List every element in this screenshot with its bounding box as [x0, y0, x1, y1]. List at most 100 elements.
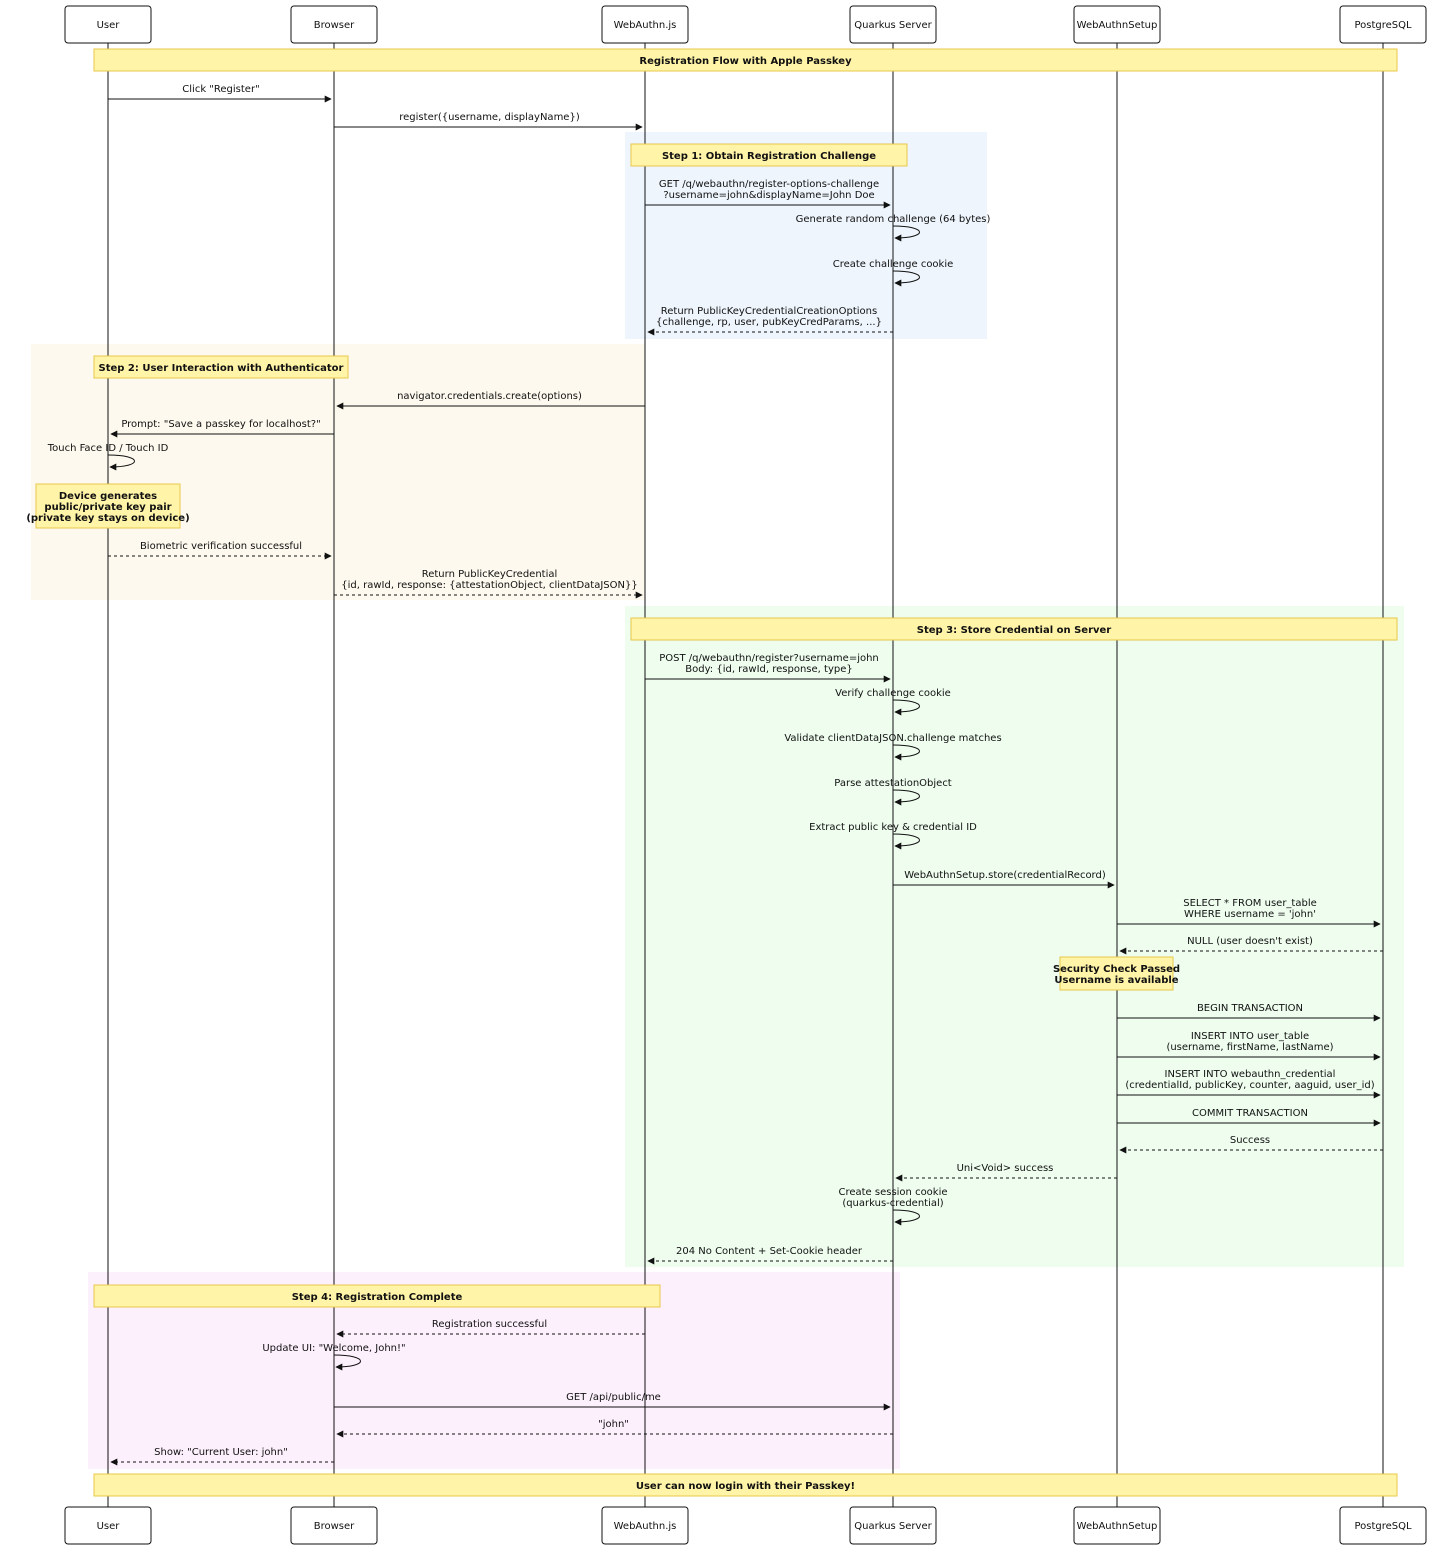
message-2: register({username, displayName}) — [334, 112, 643, 131]
message-19: NULL (user doesn't exist) — [1119, 936, 1383, 955]
message-label: Touch Face ID / Touch ID — [47, 443, 169, 454]
participant-user-bottom: User — [64, 1506, 152, 1545]
participant-box — [1073, 5, 1161, 44]
self-arrow — [892, 744, 920, 761]
message-label: GET /api/public/me — [566, 1392, 661, 1403]
message-label: Verify challenge cookie — [835, 688, 951, 699]
note-text: Step 4: Registration Complete — [292, 1292, 463, 1303]
note-step2: Step 2: User Interaction with Authentica… — [93, 355, 349, 379]
message-29: Update UI: "Welcome, John!" — [262, 1343, 406, 1371]
message-31: "john" — [336, 1419, 893, 1438]
participant-label: WebAuthnSetup — [1077, 20, 1158, 31]
note-box — [630, 143, 908, 167]
note-box — [93, 355, 349, 379]
participant-webauthnsetup-top: WebAuthnSetup — [1073, 5, 1161, 44]
self-arrow — [892, 699, 920, 716]
participant-webauthnsetup-bottom: WebAuthnSetup — [1073, 1506, 1161, 1545]
message-26: Create session cookie(quarkus-credential… — [838, 1187, 948, 1226]
message-label: Create session cookie — [838, 1187, 947, 1198]
self-arrow — [892, 270, 920, 287]
message-14: Validate clientDataJSON.challenge matche… — [784, 733, 1002, 761]
message-label: 204 No Content + Set-Cookie header — [676, 1246, 863, 1257]
message-13: Verify challenge cookie — [835, 688, 951, 716]
participant-postgresql-bottom: PostgreSQL — [1339, 1506, 1427, 1545]
note-text-line: (private key stays on device) — [26, 513, 189, 524]
message-5: Create challenge cookie — [833, 259, 953, 287]
note-step1: Step 1: Obtain Registration Challenge — [630, 143, 908, 167]
participant-label: User — [97, 1521, 121, 1532]
message-label: Prompt: "Save a passkey for localhost?" — [121, 419, 320, 430]
message-label: "john" — [598, 1419, 629, 1430]
message-label: Biometric verification successful — [140, 541, 302, 552]
participant-label: PostgreSQL — [1354, 20, 1412, 31]
message-6: Return PublicKeyCredentialCreationOption… — [647, 306, 893, 336]
message-12: POST /q/webauthn/register?username=johnB… — [645, 653, 891, 683]
participant-box — [1073, 1506, 1161, 1545]
message-28: Registration successful — [336, 1319, 645, 1338]
message-21: INSERT INTO user_table(username, firstNa… — [1117, 1031, 1381, 1061]
message-9: Touch Face ID / Touch ID — [47, 443, 169, 471]
self-arrow — [333, 1354, 361, 1371]
participant-box — [601, 1506, 689, 1545]
participant-box — [849, 5, 937, 44]
message-11: Return PublicKeyCredential{id, rawId, re… — [334, 569, 643, 599]
self-arrow — [892, 1209, 920, 1226]
message-label: Return PublicKeyCredential — [422, 569, 558, 580]
message-label: ?username=john&displayName=John Doe — [663, 190, 874, 201]
note-text-line: Device generates — [59, 491, 157, 502]
message-25: Uni<Void> success — [895, 1163, 1117, 1182]
participant-label: Quarkus Server — [854, 20, 932, 31]
message-16: Extract public key & credential ID — [809, 822, 977, 850]
message-label: GET /q/webauthn/register-options-challen… — [659, 179, 879, 190]
note-box — [93, 1473, 1398, 1497]
message-17: WebAuthnSetup.store(credentialRecord) — [893, 870, 1115, 889]
participant-label: Quarkus Server — [854, 1521, 932, 1532]
step2-group-background — [31, 344, 645, 600]
participant-box — [64, 1506, 152, 1545]
participant-box — [290, 5, 378, 44]
message-22: INSERT INTO webauthn_credential(credenti… — [1117, 1069, 1381, 1099]
note-text: Step 1: Obtain Registration Challenge — [662, 151, 876, 162]
participant-label: Browser — [314, 20, 355, 31]
message-1: Click "Register" — [108, 84, 332, 103]
message-label: INSERT INTO webauthn_credential — [1165, 1069, 1336, 1080]
message-label: BEGIN TRANSACTION — [1197, 1003, 1303, 1014]
self-arrow — [107, 454, 135, 471]
message-label: {id, rawId, response: {attestationObject… — [341, 580, 637, 591]
message-label: Return PublicKeyCredentialCreationOption… — [661, 306, 877, 317]
message-23: COMMIT TRANSACTION — [1117, 1108, 1381, 1127]
message-label: Validate clientDataJSON.challenge matche… — [784, 733, 1001, 744]
note-text-line: public/private key pair — [44, 502, 171, 513]
note-box — [93, 1284, 661, 1308]
message-label: Extract public key & credential ID — [809, 822, 977, 833]
message-label: navigator.credentials.create(options) — [397, 391, 582, 402]
note-step3: Step 3: Store Credential on Server — [630, 617, 1398, 641]
message-label: Update UI: "Welcome, John!" — [262, 1343, 405, 1354]
participant-box — [64, 5, 152, 44]
message-label: Body: {id, rawId, response, type} — [685, 664, 852, 675]
participant-label: WebAuthnSetup — [1077, 1521, 1158, 1532]
self-arrow — [892, 225, 920, 242]
note-box — [93, 48, 1398, 72]
self-arrow — [892, 789, 920, 806]
participant-label: WebAuthn.js — [614, 20, 677, 31]
message-label: INSERT INTO user_table — [1191, 1031, 1309, 1042]
participant-webauthn-js-top: WebAuthn.js — [601, 5, 689, 44]
participant-label: Browser — [314, 1521, 355, 1532]
message-label: Click "Register" — [182, 84, 259, 95]
message-label: (quarkus-credential) — [842, 1198, 943, 1209]
note-box — [1059, 956, 1174, 991]
note-text-line: Username is available — [1054, 975, 1178, 986]
message-7: navigator.credentials.create(options) — [336, 391, 645, 410]
note-title: Registration Flow with Apple Passkey — [93, 48, 1398, 72]
note-text: Step 2: User Interaction with Authentica… — [99, 363, 344, 374]
self-arrow — [892, 833, 920, 850]
note-text: Step 3: Store Credential on Server — [917, 625, 1112, 636]
message-30: GET /api/public/me — [334, 1392, 891, 1411]
participant-box — [1339, 1506, 1427, 1545]
message-label: WHERE username = 'john' — [1184, 909, 1316, 920]
message-label: Generate random challenge (64 bytes) — [796, 214, 991, 225]
